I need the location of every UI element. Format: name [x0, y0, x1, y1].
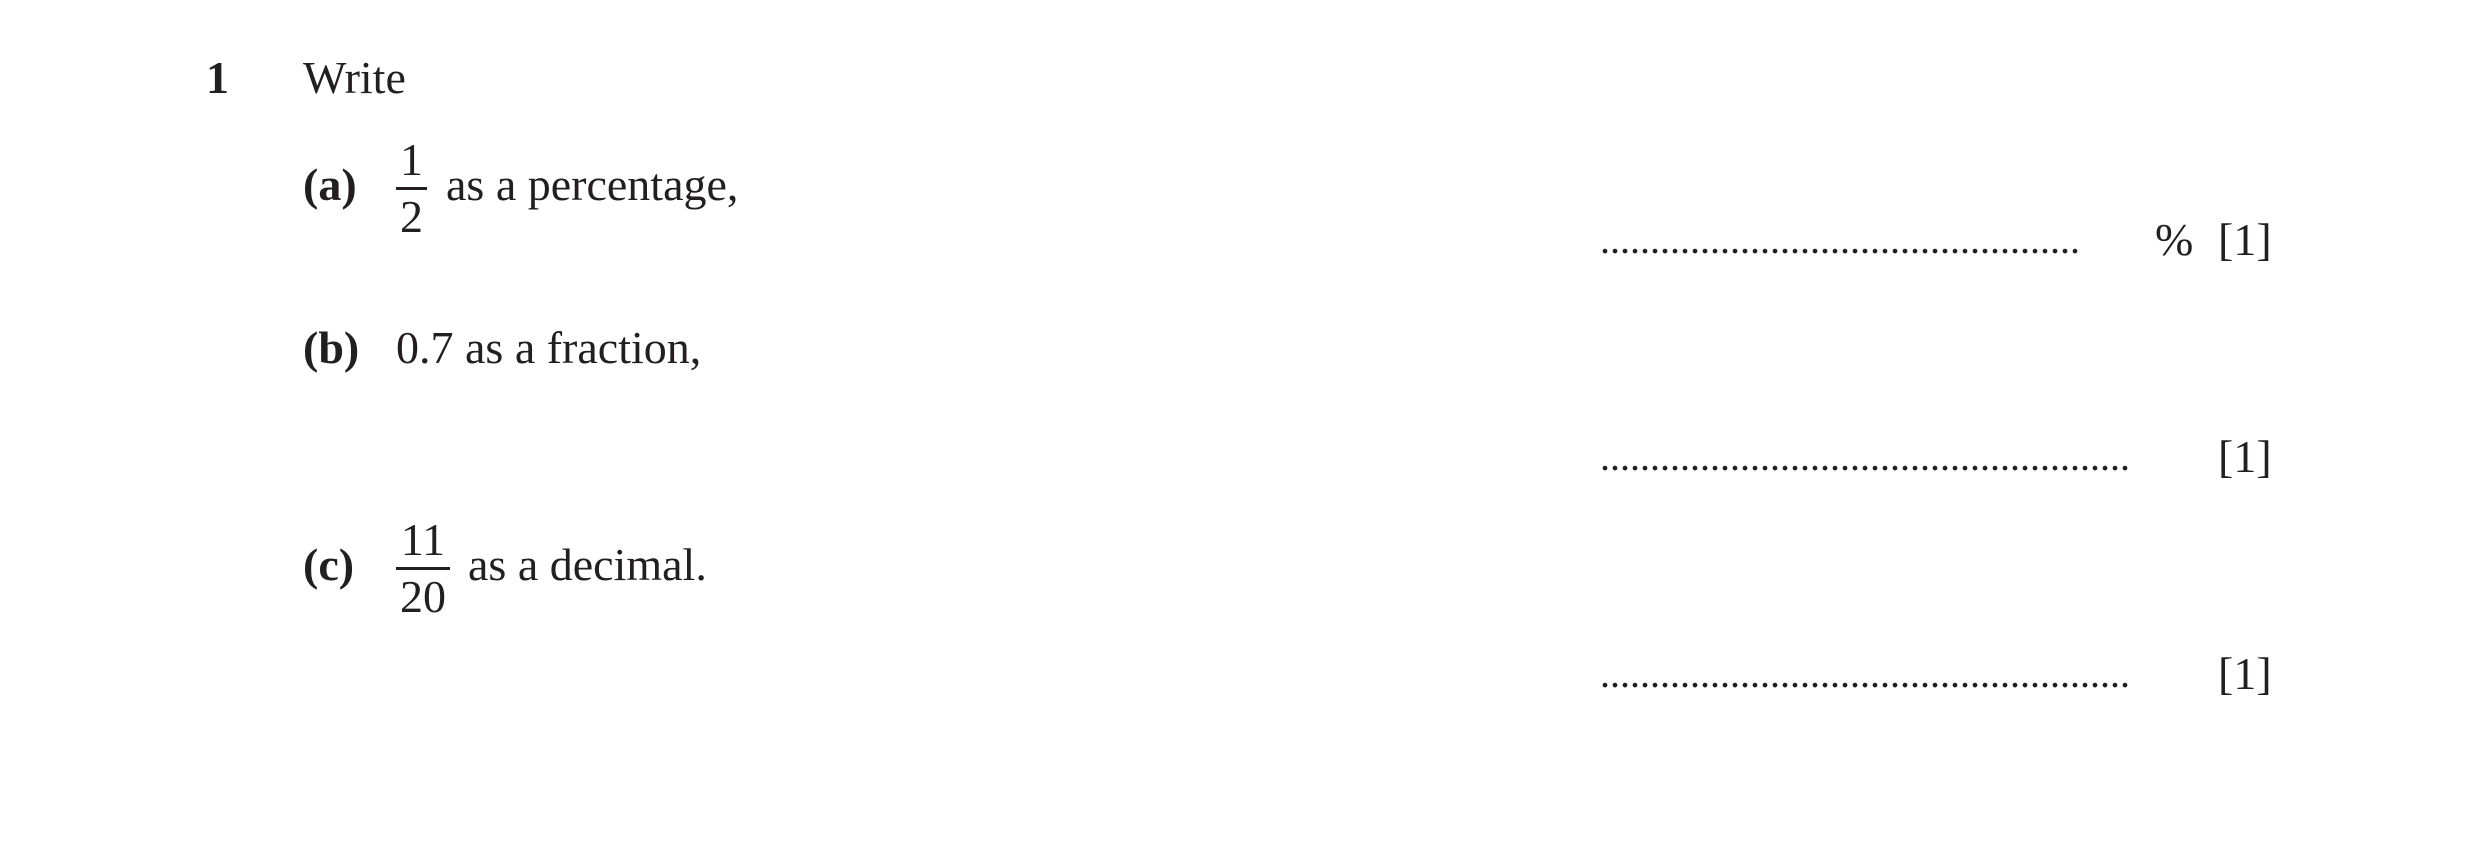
part-b-text: 0.7 as a fraction, — [396, 322, 702, 373]
part-c-denominator: 20 — [400, 571, 446, 622]
part-a-denominator: 2 — [400, 191, 423, 242]
fraction-bar — [396, 187, 427, 190]
question-number: 1 — [206, 52, 229, 103]
part-c-fraction: 11 20 — [396, 517, 450, 620]
part-c-marks: [1] — [2218, 648, 2272, 699]
part-b-label: (b) — [303, 322, 360, 373]
part-b-answer-line[interactable]: ........................................… — [1600, 434, 2130, 479]
part-a-answer-line[interactable]: ........................................… — [1600, 217, 2080, 262]
part-b-marks: [1] — [2218, 431, 2272, 482]
part-c-numerator: 11 — [400, 514, 446, 565]
fraction-bar — [396, 567, 450, 570]
part-c-answer-line[interactable]: ........................................… — [1600, 651, 2130, 696]
part-a-fraction: 1 2 — [396, 137, 427, 240]
part-c-label: (c) — [303, 539, 355, 590]
part-a-marks: [1] — [2218, 214, 2272, 265]
part-a-text: as a percentage, — [446, 159, 739, 210]
part-a-unit: % — [2155, 214, 2194, 265]
question-stem: Write — [303, 52, 406, 103]
part-a-label: (a) — [303, 159, 357, 210]
part-a-numerator: 1 — [400, 134, 423, 185]
part-c-text: as a decimal. — [468, 539, 707, 590]
